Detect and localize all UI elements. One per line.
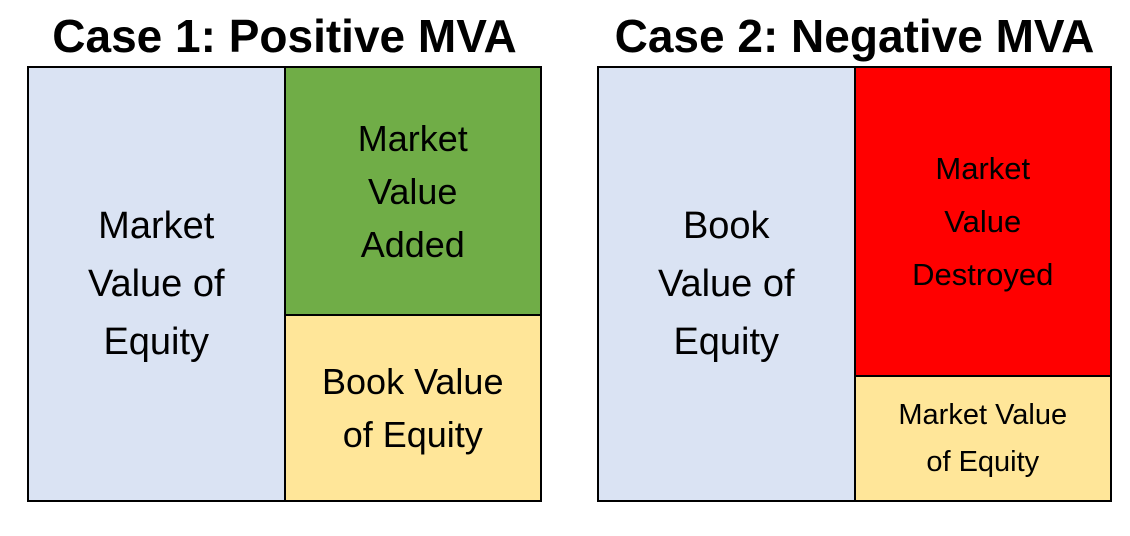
label-line: Market Value xyxy=(898,398,1068,431)
market-value-of-equity-box: Market Value of Equity xyxy=(29,68,284,500)
case1-title: Case 1: Positive MVA xyxy=(52,10,517,62)
case2-diagram: Book Value of Equity Market Value Destro… xyxy=(597,66,1112,502)
label-line: Value of xyxy=(657,263,795,305)
market-value-destroyed-box: Market Value Destroyed xyxy=(855,68,1110,375)
label-line: Market xyxy=(935,151,1031,186)
label-line: Market xyxy=(98,205,215,247)
case1-right-column: Market Value Added Book Value of Equity xyxy=(285,68,540,500)
label-line: Equity xyxy=(103,321,210,363)
case1-panel: Case 1: Positive MVA Market Value of Equ… xyxy=(27,6,542,502)
market-value-added-box: Market Value Added xyxy=(285,68,540,314)
label-line: Book Value xyxy=(322,361,504,402)
case2-panel: Case 2: Negative MVA Book Value of Equit… xyxy=(597,6,1112,502)
label-line: of Equity xyxy=(342,414,483,455)
case2-title: Case 2: Negative MVA xyxy=(614,10,1095,62)
book-value-of-equity-box: Book Value of Equity xyxy=(285,316,540,500)
case1-diagram: Market Value of Equity Market Value Adde… xyxy=(27,66,542,502)
label-line: Value of xyxy=(87,263,225,305)
label-line: of Equity xyxy=(926,445,1040,478)
label-line: Value xyxy=(368,170,458,212)
market-value-of-equity-box-case2: Market Value of Equity xyxy=(855,377,1110,500)
book-value-of-equity-box-case2: Book Value of Equity xyxy=(599,68,854,500)
label-line: Added xyxy=(360,223,465,265)
case2-right-column: Market Value Destroyed Market Value of E… xyxy=(855,68,1110,500)
label-line: Book xyxy=(682,205,770,247)
label-line: Value xyxy=(944,204,1022,239)
label-line: Market xyxy=(357,117,468,159)
label-line: Equity xyxy=(673,321,780,363)
label-line: Destroyed xyxy=(912,257,1054,292)
